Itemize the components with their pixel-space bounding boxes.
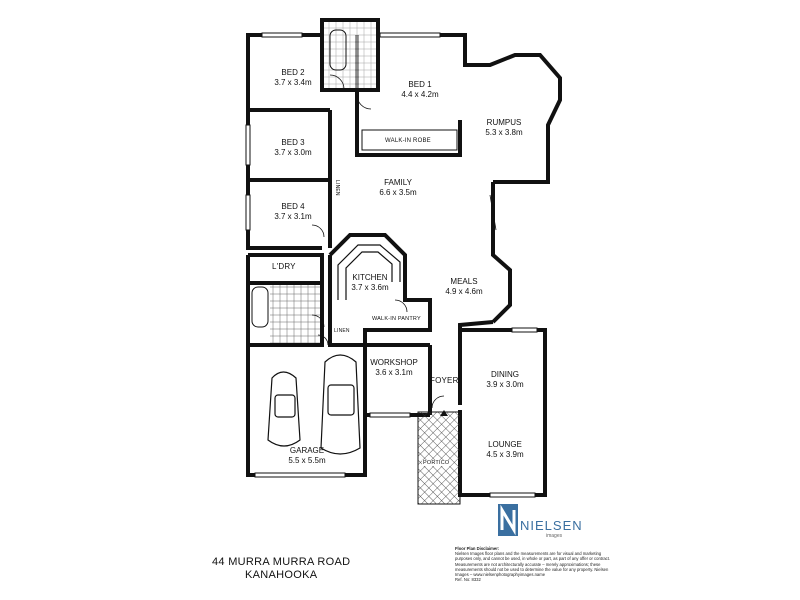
property-address: 44 MURRA MURRA ROAD KANAHOOKA bbox=[212, 556, 350, 582]
address-line-2: KANAHOOKA bbox=[244, 569, 318, 581]
label-ldry: L'DRY bbox=[272, 262, 296, 271]
entry-arrow bbox=[440, 410, 448, 416]
label-linen-1: LINEN bbox=[334, 180, 340, 196]
disclaimer-heading: Floor Plan Disclaimer: bbox=[455, 546, 500, 551]
bathroom-tiles bbox=[270, 285, 320, 343]
bath-2 bbox=[329, 29, 347, 71]
brand-name: NIELSEN bbox=[520, 518, 583, 533]
portico-hatch bbox=[417, 411, 461, 505]
nielsen-logo-icon bbox=[498, 504, 518, 536]
robe-unit bbox=[361, 129, 458, 151]
disclaimer-body: Nielsen Images floor plans and the measu… bbox=[455, 551, 611, 578]
ensuite-tiles bbox=[324, 22, 376, 88]
label-walk-in-pantry: WALK-IN PANTRY bbox=[372, 316, 421, 322]
kitchen-bench bbox=[337, 244, 401, 300]
label-walk-in-robe: WALK-IN ROBE bbox=[385, 138, 431, 144]
floor-plan-disclaimer: Floor Plan Disclaimer: Nielsen Images fl… bbox=[455, 546, 615, 582]
label-portico: PORTICO bbox=[422, 460, 451, 466]
disclaimer-ref: Ref. No: 8332 bbox=[455, 577, 481, 583]
car-left bbox=[267, 371, 301, 447]
label-foyer: FOYER bbox=[430, 376, 459, 385]
walls bbox=[246, 18, 562, 497]
doors bbox=[311, 74, 497, 409]
windows bbox=[245, 32, 538, 498]
label-linen-2: LINEN bbox=[334, 328, 350, 334]
address-line-1: 44 MURRA MURRA ROAD bbox=[212, 556, 351, 568]
car-right bbox=[320, 354, 361, 455]
bath bbox=[251, 286, 269, 328]
brand-sub: images bbox=[546, 533, 563, 539]
